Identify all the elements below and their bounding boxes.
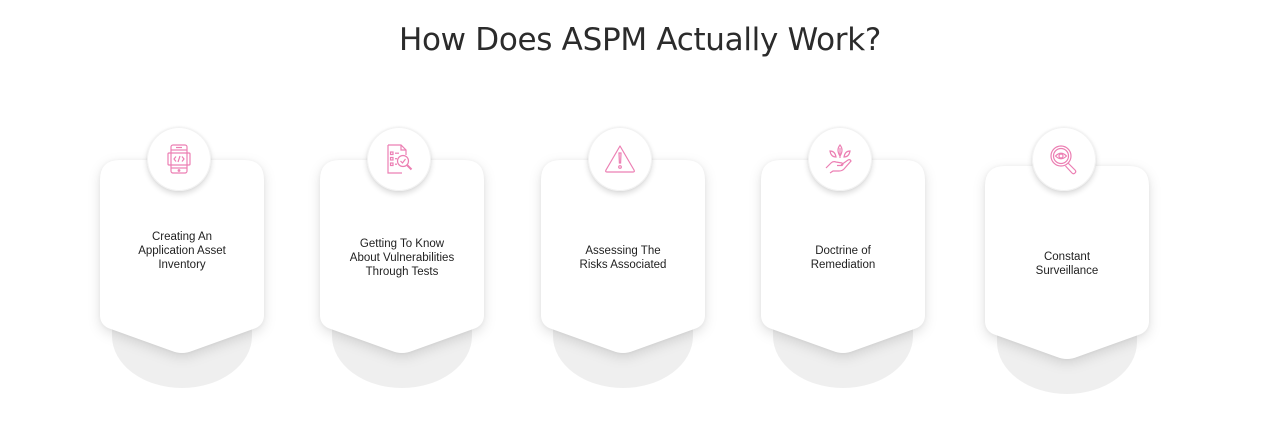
step-label-line: Creating An [151,231,213,243]
step-label-line: Constant [1043,251,1091,263]
step-label: Assessing The Risks Associated [541,244,705,272]
step-label: Doctrine of Remediation [761,244,925,272]
icon-badge [588,127,652,191]
step-card-4: Doctrine of Remediation [761,124,925,404]
step-label-line: Application Asset [138,245,226,257]
icon-badge [1032,127,1096,191]
mobile-code-icon [167,144,191,174]
card-body [985,166,1149,361]
step-label-line: Surveillance [1035,265,1099,277]
icon-badge [367,127,431,191]
step-label-line: Assessing The [585,245,661,257]
step-label: Creating An Application Asset Inventory [100,230,264,272]
step-card-1: Creating An Application Asset Inventory [100,124,264,404]
step-label-line: Remediation [810,259,876,271]
card-body [761,160,925,355]
step-label-line: Doctrine of [815,245,871,257]
step-label-line: Getting To Know [359,238,445,250]
hand-leaves-icon [825,144,852,174]
step-label-line: Inventory [158,259,206,271]
step-card-2: Getting To Know About Vulnerabilities Th… [320,124,484,404]
checklist-magnifier-icon [387,144,413,174]
step-label-line: Through Tests [365,266,439,278]
icon-badge [808,127,872,191]
card-body [100,160,264,355]
page-title: How Does ASPM Actually Work? [398,22,882,58]
step-label: Constant Surveillance [985,250,1149,278]
card-body [541,160,705,355]
step-card-5: Constant Surveillance [985,127,1149,410]
step-card-3: Assessing The Risks Associated [541,124,705,404]
warning-triangle-icon [605,145,635,173]
step-label-line: About Vulnerabilities [349,252,455,264]
magnifier-eye-icon [1050,145,1077,175]
step-label-line: Risks Associated [579,259,667,271]
card-body [320,160,484,355]
icon-badge [147,127,211,191]
step-label: Getting To Know About Vulnerabilities Th… [320,237,484,279]
